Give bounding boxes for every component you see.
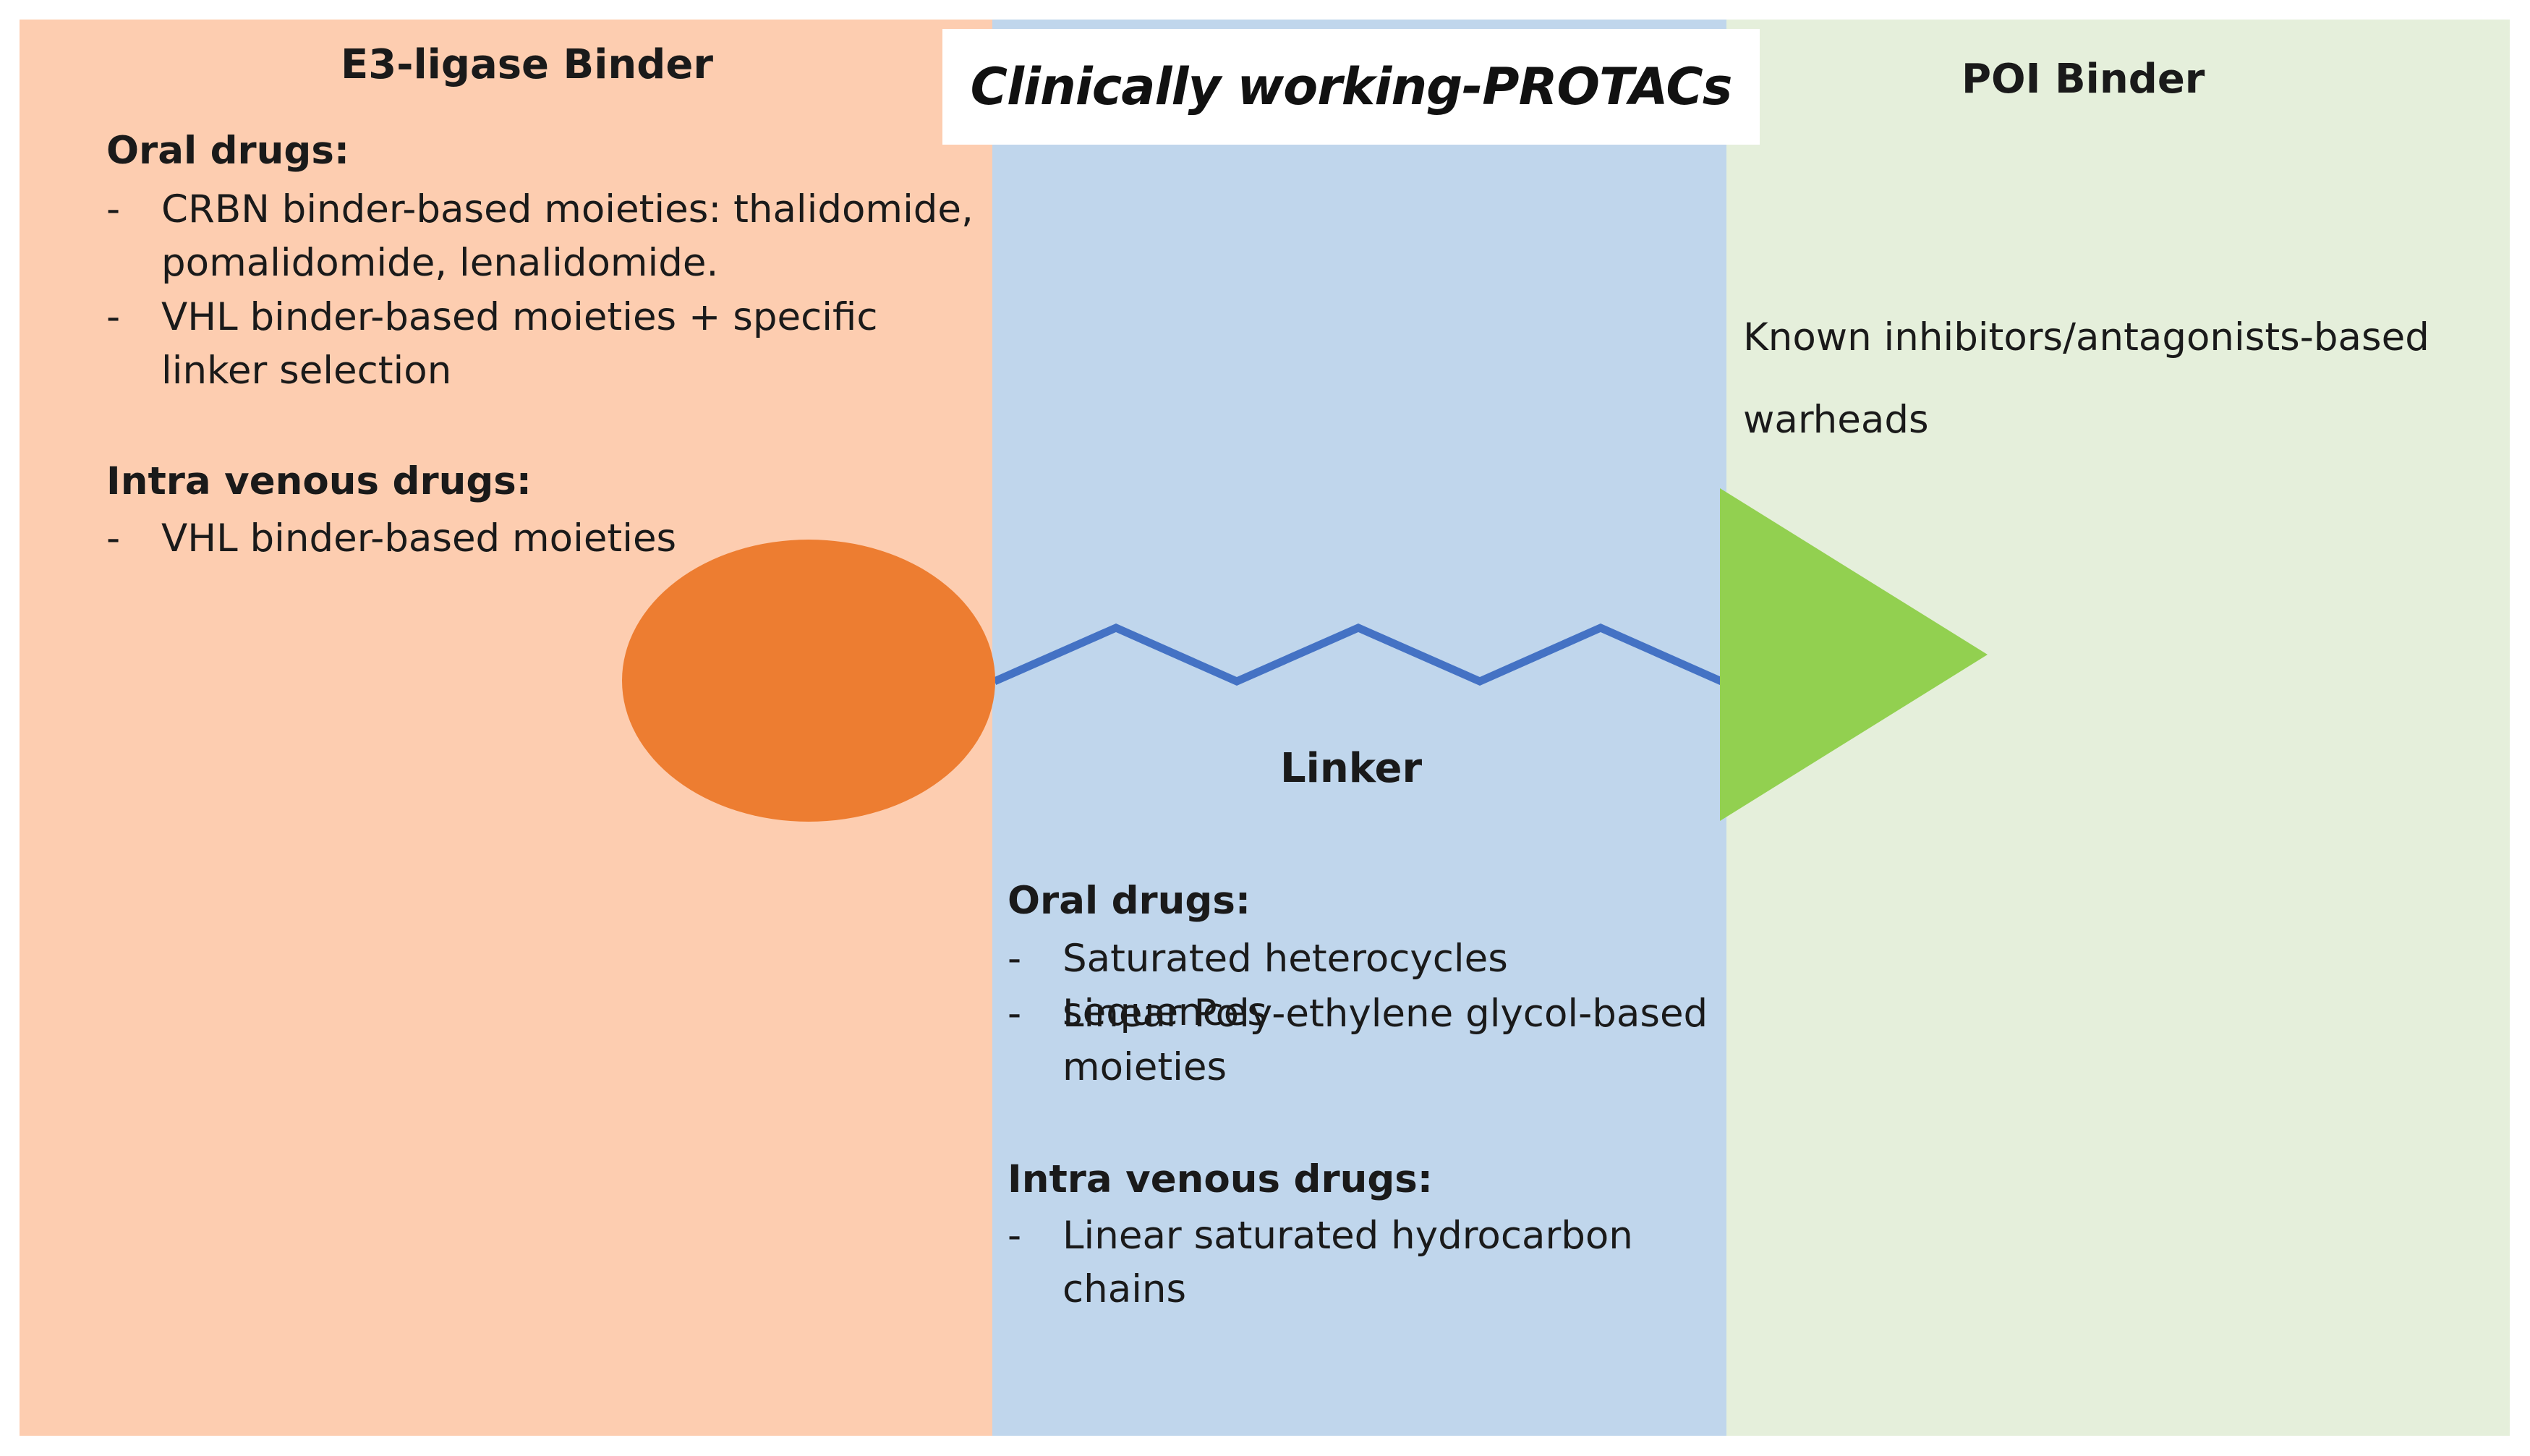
- bullet-dash: -: [106, 516, 121, 561]
- diagram-title: Clinically working-PROTACs: [970, 57, 1733, 116]
- bullet-dash: -: [106, 187, 121, 231]
- bullet-dash: -: [1008, 992, 1022, 1036]
- poi-binder-heading: POI Binder: [1962, 56, 2205, 103]
- linker-iv-item-text: Linear saturated hydrocarbon chains: [1062, 1214, 1633, 1311]
- e3-oral-item: - VHL binder-based moieties + specific l…: [106, 291, 981, 398]
- linker-panel: [992, 20, 1726, 1436]
- e3-oral-drugs-title: Oral drugs:: [106, 129, 350, 173]
- e3-iv-item: - VHL binder-based moieties: [106, 512, 981, 566]
- e3-oral-item-text: VHL binder-based moieties + specific lin…: [161, 295, 878, 393]
- linker-oral-item: - Linear Poly-ethylene glycol-based moie…: [1008, 987, 1720, 1094]
- e3-iv-drugs-title: Intra venous drugs:: [106, 459, 532, 503]
- poi-binder-triangle: [1720, 488, 1988, 821]
- linker-iv-item: - Linear saturated hydrocarbon chains: [1008, 1209, 1720, 1316]
- linker-oral-item-text: Linear Poly-ethylene glycol-based moieti…: [1062, 992, 1708, 1089]
- e3-oral-item: - CRBN binder-based moieties: thalidomid…: [106, 183, 981, 290]
- linker-oral-drugs-title: Oral drugs:: [1008, 879, 1251, 923]
- title-box: Clinically working-PROTACs: [942, 29, 1760, 145]
- e3-iv-item-text: VHL binder-based moieties: [161, 516, 677, 561]
- e3-ligase-binder-ellipse: [622, 540, 995, 822]
- e3-oral-item-text: CRBN binder-based moieties: thalidomide,…: [161, 187, 974, 285]
- linker-iv-drugs-title: Intra venous drugs:: [1008, 1157, 1433, 1201]
- bullet-dash: -: [1008, 937, 1022, 981]
- e3-ligase-heading: E3-ligase Binder: [341, 41, 713, 88]
- bullet-dash: -: [106, 295, 121, 339]
- linker-zigzag-line: [992, 623, 1724, 686]
- linker-oral-item-text: Saturated heterocycles sequences: [1062, 937, 1508, 1034]
- linker-heading: Linker: [1280, 745, 1423, 792]
- bullet-dash: -: [1008, 1214, 1022, 1258]
- linker-oral-item: - Saturated heterocycles sequences: [1008, 932, 1720, 1039]
- poi-binder-description: Known inhibitors/antagonists-based warhe…: [1743, 315, 2429, 442]
